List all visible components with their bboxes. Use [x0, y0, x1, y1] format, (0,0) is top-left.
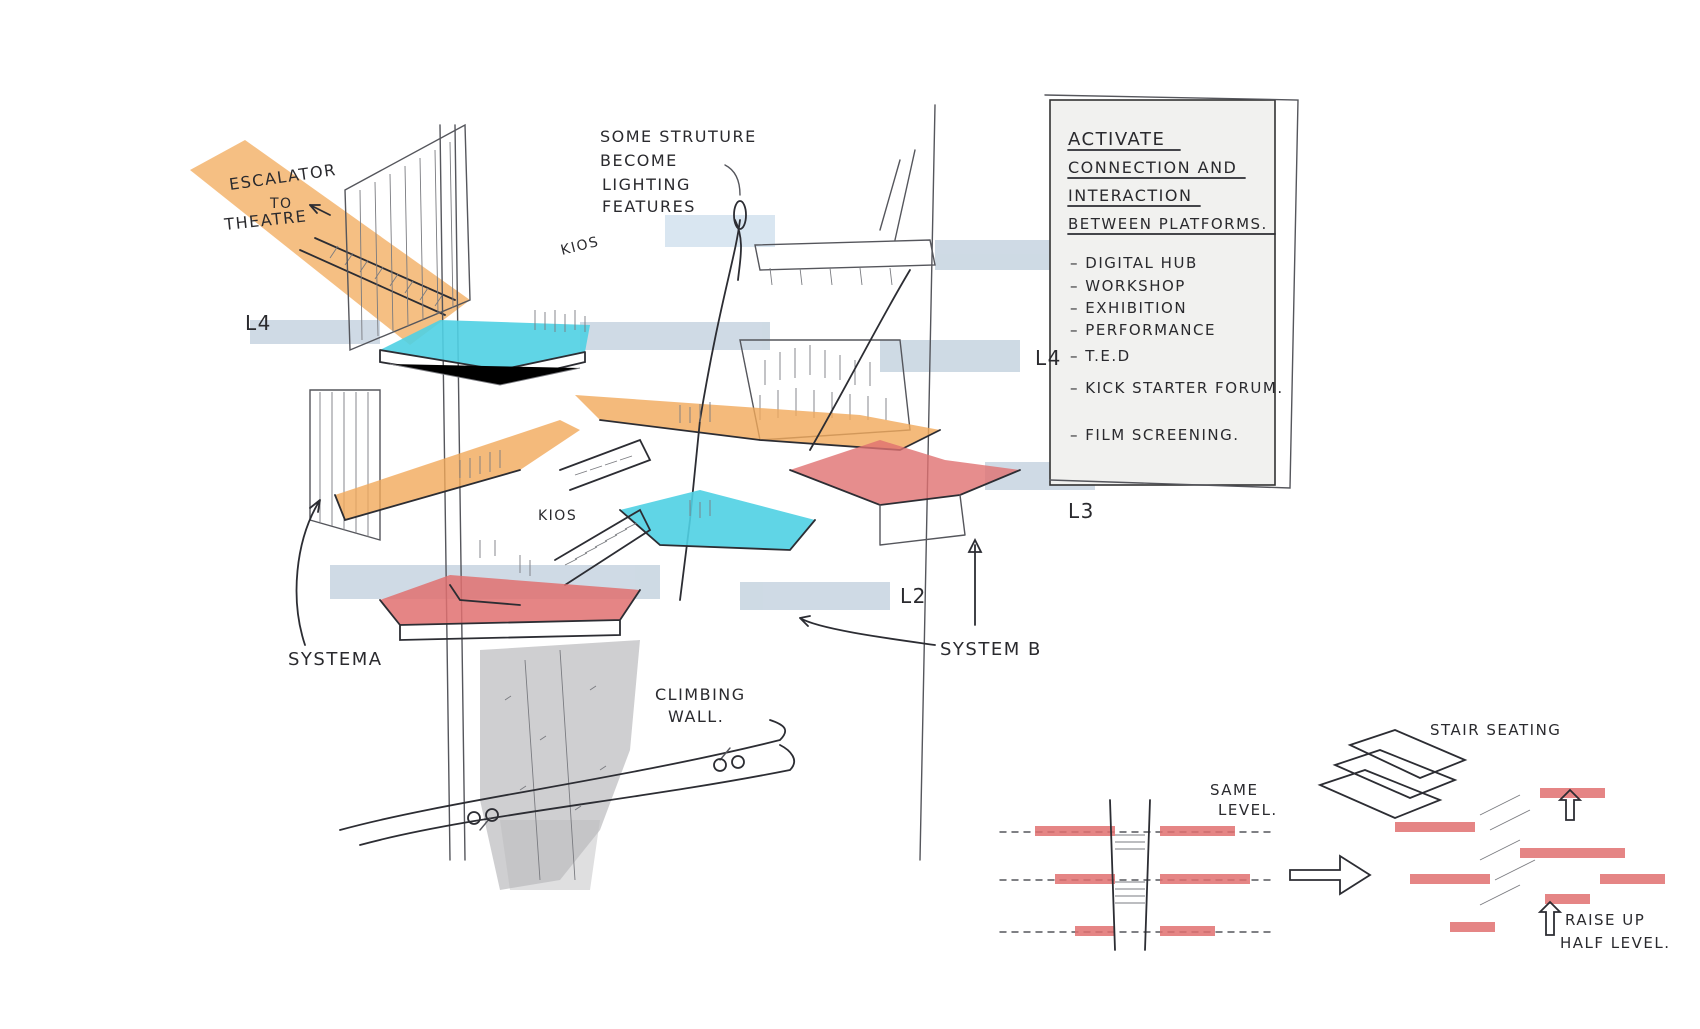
band-lighting — [665, 215, 775, 247]
notes-item-7: – FILM SCREENING. — [1070, 426, 1240, 444]
bar-same-1 — [1035, 826, 1115, 836]
notes-item-1: – DIGITAL HUB — [1070, 254, 1198, 272]
escalator-label-2: TO — [269, 196, 293, 212]
platform-l3-orange-right — [575, 395, 940, 450]
bar-raise-4 — [1410, 874, 1490, 884]
notes-item-5: – T.E.D — [1070, 347, 1131, 365]
climbing-label-1: CLIMBING — [655, 685, 746, 704]
same-level-label-1: SAME — [1210, 781, 1258, 799]
climbing-wall-shadow — [500, 820, 600, 890]
bar-same-6 — [1160, 926, 1215, 936]
notes-panel — [1044, 94, 1299, 489]
notes-item-3: – EXHIBITION — [1070, 299, 1187, 317]
climbing-holds — [504, 649, 607, 881]
kios-top-label: KIOS — [559, 234, 601, 259]
notes-heading-4: BETWEEN PLATFORMS. — [1068, 215, 1268, 233]
escalator-beam — [190, 140, 470, 345]
notes-heading-1: ACTIVATE — [1068, 129, 1165, 150]
system-b-label: SYSTEM B — [940, 639, 1042, 660]
band-l2-right — [740, 582, 890, 610]
stair-seating-label: STAIR SEATING — [1430, 721, 1561, 739]
lighting-features — [679, 164, 911, 601]
platform-l2-cyan — [620, 490, 815, 550]
system-a-label: SYSTEMA — [288, 649, 383, 670]
level-l2-label: L2 — [900, 584, 927, 608]
bar-same-4 — [1160, 874, 1250, 884]
bar-same-2 — [1160, 826, 1235, 836]
bar-raise-1 — [1395, 822, 1475, 832]
raise-up-arrow-icon-2 — [1537, 900, 1563, 936]
band-l4-left — [250, 320, 380, 344]
system-a-arrow-icon — [295, 499, 321, 646]
detail-section-diagram — [999, 729, 1665, 951]
band-top-right — [935, 240, 1060, 270]
bar-raise-3 — [1520, 848, 1625, 858]
system-b-up-arrow-icon — [967, 537, 983, 626]
level-l3-label: L3 — [1068, 499, 1095, 523]
platform-l3-red — [790, 440, 1020, 505]
climbing-label-2: WALL. — [668, 707, 724, 726]
notes-item-4: – PERFORMANCE — [1070, 321, 1216, 339]
raise-up-label-2: HALF LEVEL. — [1560, 934, 1671, 952]
vertical-structure — [309, 104, 936, 861]
system-b-arrow-icon — [799, 615, 936, 646]
raise-up-arrow-icon — [1557, 788, 1583, 821]
lighting-label-1: SOME STRUTURE — [600, 127, 757, 146]
band-l4-mid — [580, 322, 770, 350]
transform-arrow-icon — [1289, 854, 1372, 896]
lighting-label-3: LIGHTING — [602, 175, 691, 194]
raise-up-label-1: RAISE UP — [1565, 911, 1645, 929]
bar-raise-5 — [1545, 894, 1590, 904]
platform-l4-cyan — [380, 320, 590, 370]
kios-mid-label: KIOS — [538, 508, 577, 524]
bar-same-3 — [1055, 874, 1115, 884]
people — [459, 310, 711, 576]
platform-l3-orange-left — [335, 420, 580, 520]
bar-raise-7 — [1450, 922, 1495, 932]
notes-item-2: – WORKSHOP — [1070, 277, 1186, 295]
level-l4-left-label: L4 — [245, 311, 272, 335]
lighting-label-2: BECOME — [600, 151, 678, 170]
level-l4-right-label: L4 — [1035, 346, 1062, 370]
notes-heading-2: CONNECTION AND — [1068, 158, 1237, 177]
notes-heading-3: INTERACTION — [1068, 186, 1192, 205]
central-stairs — [554, 438, 652, 586]
climbing-wall — [480, 640, 640, 890]
bar-raise-6 — [1600, 874, 1665, 884]
bar-same-5 — [1075, 926, 1115, 936]
escalator-stair — [299, 204, 456, 316]
ground-path — [339, 719, 795, 846]
same-level-label-2: LEVEL. — [1218, 801, 1278, 819]
lighting-label-4: FEATURES — [602, 197, 696, 216]
notes-item-6: – KICK STARTER FORUM. — [1070, 379, 1284, 397]
platform-l2-red — [380, 575, 640, 625]
